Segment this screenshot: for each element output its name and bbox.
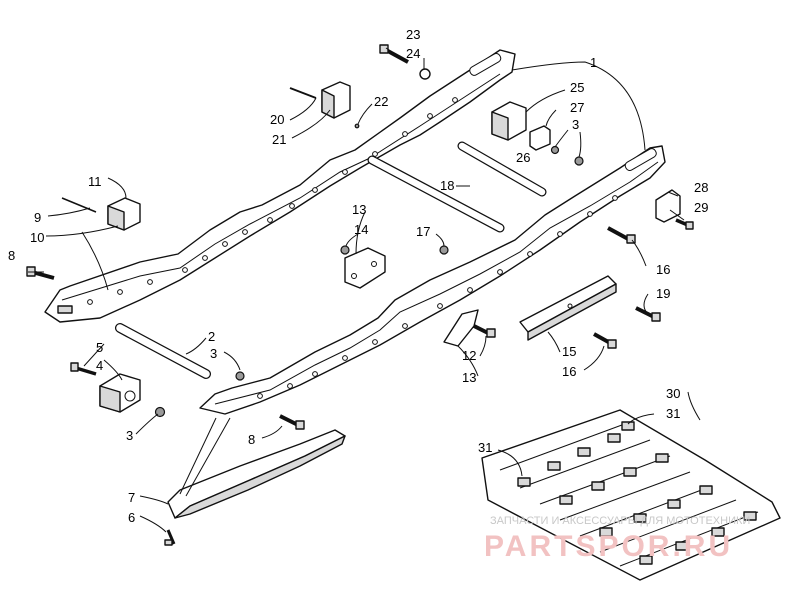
- callout-31-right: 31: [666, 406, 680, 421]
- callout-1: 1: [590, 55, 597, 70]
- screw-6: [164, 529, 176, 546]
- callout-labels: 1 2 3 3 3 4 5 6 7 8 8 9 10 11 12 13 13 1…: [8, 27, 708, 525]
- callout-9: 9: [34, 210, 41, 225]
- bolt-8-lower: [279, 414, 305, 430]
- watermark-brand: PARTSPOR.RU: [484, 530, 733, 563]
- callout-13-lower: 13: [462, 370, 476, 385]
- callout-21: 21: [272, 132, 286, 147]
- callout-22: 22: [374, 94, 388, 109]
- callout-29: 29: [694, 200, 708, 215]
- callout-11: 11: [88, 174, 102, 189]
- cross-shaft-18: [367, 155, 505, 233]
- callout-23: 23: [406, 27, 420, 42]
- callout-3-upper: 3: [572, 117, 579, 132]
- bolt-5: [70, 362, 97, 376]
- nut-3-upper: [574, 156, 584, 166]
- callout-24: 24: [406, 46, 420, 61]
- callout-19: 19: [656, 286, 670, 301]
- leader-lines: [28, 47, 701, 533]
- bumper-block-11: [107, 197, 141, 231]
- spacer-27: [529, 125, 551, 151]
- callout-27: 27: [570, 100, 584, 115]
- cross-shaft-upper: [457, 141, 547, 197]
- callout-12: 12: [462, 348, 476, 363]
- pin-9: [61, 197, 97, 213]
- bolt-29: [675, 218, 694, 230]
- bolt-16-upper: [607, 226, 636, 244]
- callout-8-upper: 8: [8, 248, 15, 263]
- callout-10: 10: [30, 230, 44, 245]
- watermark-tagline: ЗАПЧАСТИ И АКСЕССУАРЫ ДЛЯ МОТОТЕХНИКИ: [490, 515, 750, 527]
- callout-5: 5: [96, 340, 103, 355]
- callout-18: 18: [440, 178, 454, 193]
- callout-17: 17: [416, 224, 430, 239]
- bumper-block-25: [491, 101, 527, 141]
- cross-shaft-2: [115, 323, 211, 379]
- callout-14: 14: [354, 222, 368, 237]
- callout-28: 28: [694, 180, 708, 195]
- mount-bracket-13-upper: [344, 247, 386, 289]
- washer-24: [419, 68, 431, 80]
- callout-6: 6: [128, 510, 135, 525]
- watermark: ЗАПЧАСТИ И АКСЕССУАРЫ ДЛЯ МОТОТЕХНИКИ PA…: [484, 515, 750, 563]
- callout-31-left: 31: [478, 440, 492, 455]
- bracket-28: [655, 189, 681, 223]
- callout-13-upper: 13: [352, 202, 366, 217]
- callout-2: 2: [208, 329, 215, 344]
- pin-22: [354, 123, 360, 129]
- mount-bracket-13-lower: [443, 309, 479, 347]
- track-section-30: [481, 409, 781, 581]
- callout-3-block: 3: [126, 428, 133, 443]
- callout-8-lower: 8: [248, 432, 255, 447]
- track-clip: [517, 477, 531, 487]
- callout-3-shaft: 3: [210, 346, 217, 361]
- callout-4: 4: [96, 358, 103, 373]
- bolt-16-lower: [593, 332, 617, 349]
- callout-30: 30: [666, 386, 680, 401]
- bolt-12: [473, 324, 496, 338]
- bolt-20: [289, 87, 317, 99]
- nut-14: [340, 245, 350, 255]
- callout-20: 20: [270, 112, 284, 127]
- wear-strip-15: [519, 275, 617, 341]
- bracket-21: [321, 81, 351, 119]
- lower-slide-rail: [199, 145, 666, 415]
- bumper-block-4: [99, 373, 141, 413]
- rail-slot: [469, 52, 502, 76]
- upper-slide-rail: [44, 49, 516, 323]
- nut-26: [550, 145, 560, 155]
- callout-26: 26: [516, 150, 530, 165]
- nut-3-lower: [235, 371, 245, 381]
- bolt-19: [635, 306, 661, 322]
- callout-25: 25: [570, 80, 584, 95]
- callout-15: 15: [562, 344, 576, 359]
- nut-17: [439, 245, 449, 255]
- callout-16-lower: 16: [562, 364, 576, 379]
- hyfax-slide-7: [167, 429, 346, 519]
- callout-7: 7: [128, 490, 135, 505]
- callout-16-upper: 16: [656, 262, 670, 277]
